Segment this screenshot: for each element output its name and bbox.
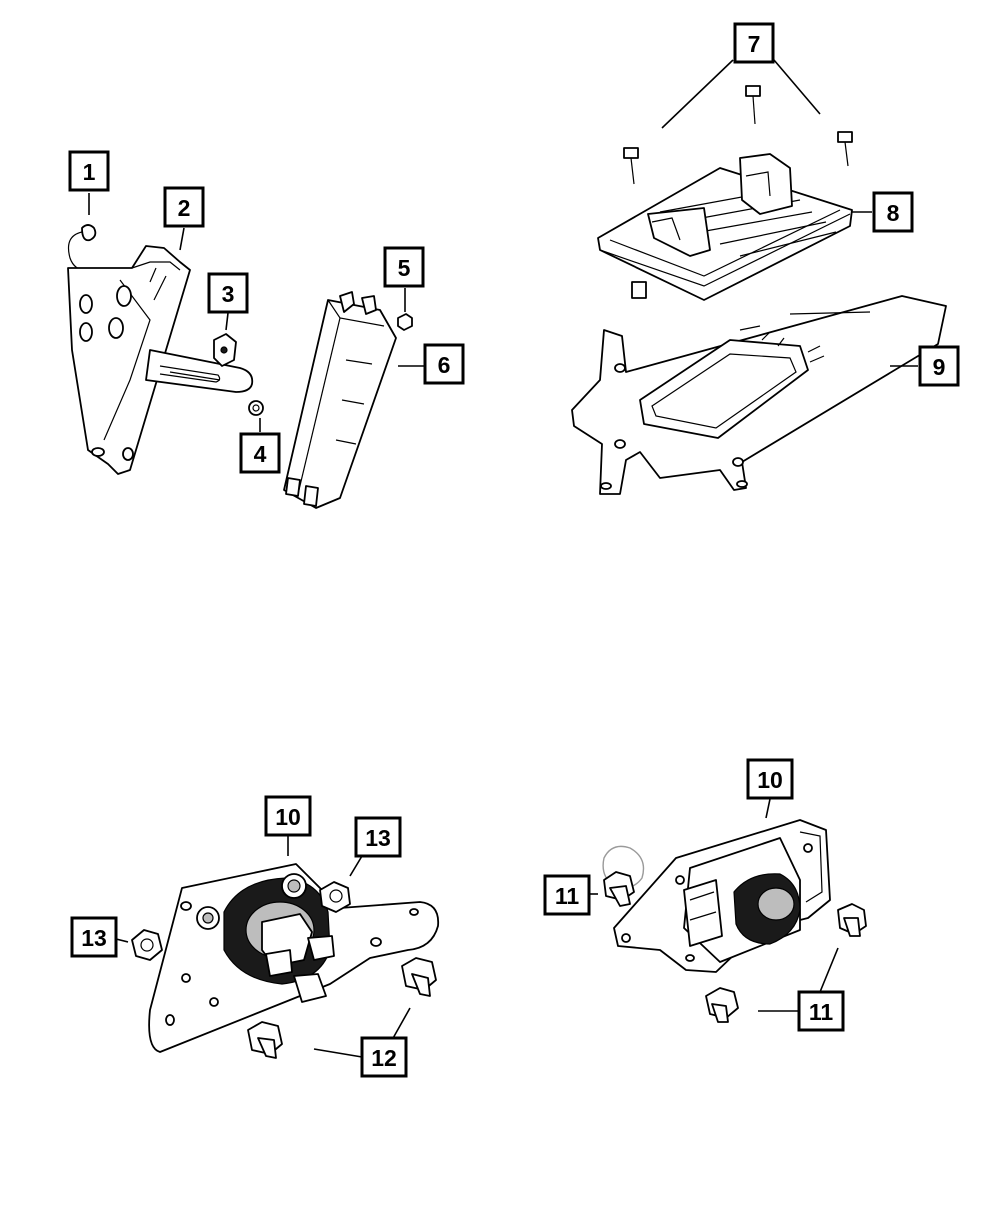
callout-4: 4 [239, 432, 281, 474]
callout-label: 13 [81, 925, 107, 951]
bolt-part-11 [603, 871, 867, 1023]
callout-label: 8 [887, 200, 900, 226]
callout-label: 6 [438, 352, 451, 378]
callout-10-right: 10 [746, 758, 794, 800]
callout-label: 10 [275, 804, 301, 830]
callout-3: 3 [207, 272, 249, 314]
callout-label: 10 [757, 767, 783, 793]
callout-label: 7 [748, 31, 761, 57]
nut-part-5 [397, 313, 413, 331]
callout-label: 4 [254, 441, 267, 467]
nut-part-4 [248, 400, 264, 416]
callout-label: 9 [933, 354, 946, 380]
leader-lines [88, 59, 918, 1058]
bolt-part-12 [247, 957, 437, 1059]
callout-12: 12 [360, 1036, 408, 1078]
callout-label: 5 [398, 255, 411, 281]
callout-8: 8 [872, 191, 914, 233]
callout-13-lower: 13 [70, 916, 118, 958]
ecu-assembly-right [571, 85, 947, 495]
callout-1: 1 [68, 150, 110, 192]
callout-11-lower: 11 [797, 990, 845, 1032]
nut-part-13 [131, 881, 351, 961]
control-module-part-6 [283, 299, 397, 509]
callout-6: 6 [423, 343, 465, 385]
callout-11-upper: 11 [543, 874, 591, 916]
callout-label: 3 [222, 281, 235, 307]
engine-control-unit-part-8 [597, 167, 853, 301]
callout-2: 2 [163, 186, 205, 228]
callout-label: 1 [83, 159, 96, 185]
callout-label: 2 [178, 195, 191, 221]
callout-10-left: 10 [264, 795, 312, 837]
bracket-assembly-left [67, 224, 413, 509]
callout-label: 11 [555, 883, 580, 909]
callout-7: 7 [733, 22, 775, 64]
clip-part-1 [81, 224, 97, 242]
callout-label: 12 [371, 1045, 397, 1071]
callout-9: 9 [918, 345, 960, 387]
bolt-part-7 [623, 85, 853, 185]
callout-13-upper: 13 [354, 816, 402, 858]
callout-label: 13 [365, 825, 391, 851]
solenoid-assembly-left [131, 863, 440, 1059]
solenoid-assembly-right [602, 819, 867, 1023]
callout-5: 5 [383, 246, 425, 288]
callout-label: 11 [809, 999, 834, 1025]
